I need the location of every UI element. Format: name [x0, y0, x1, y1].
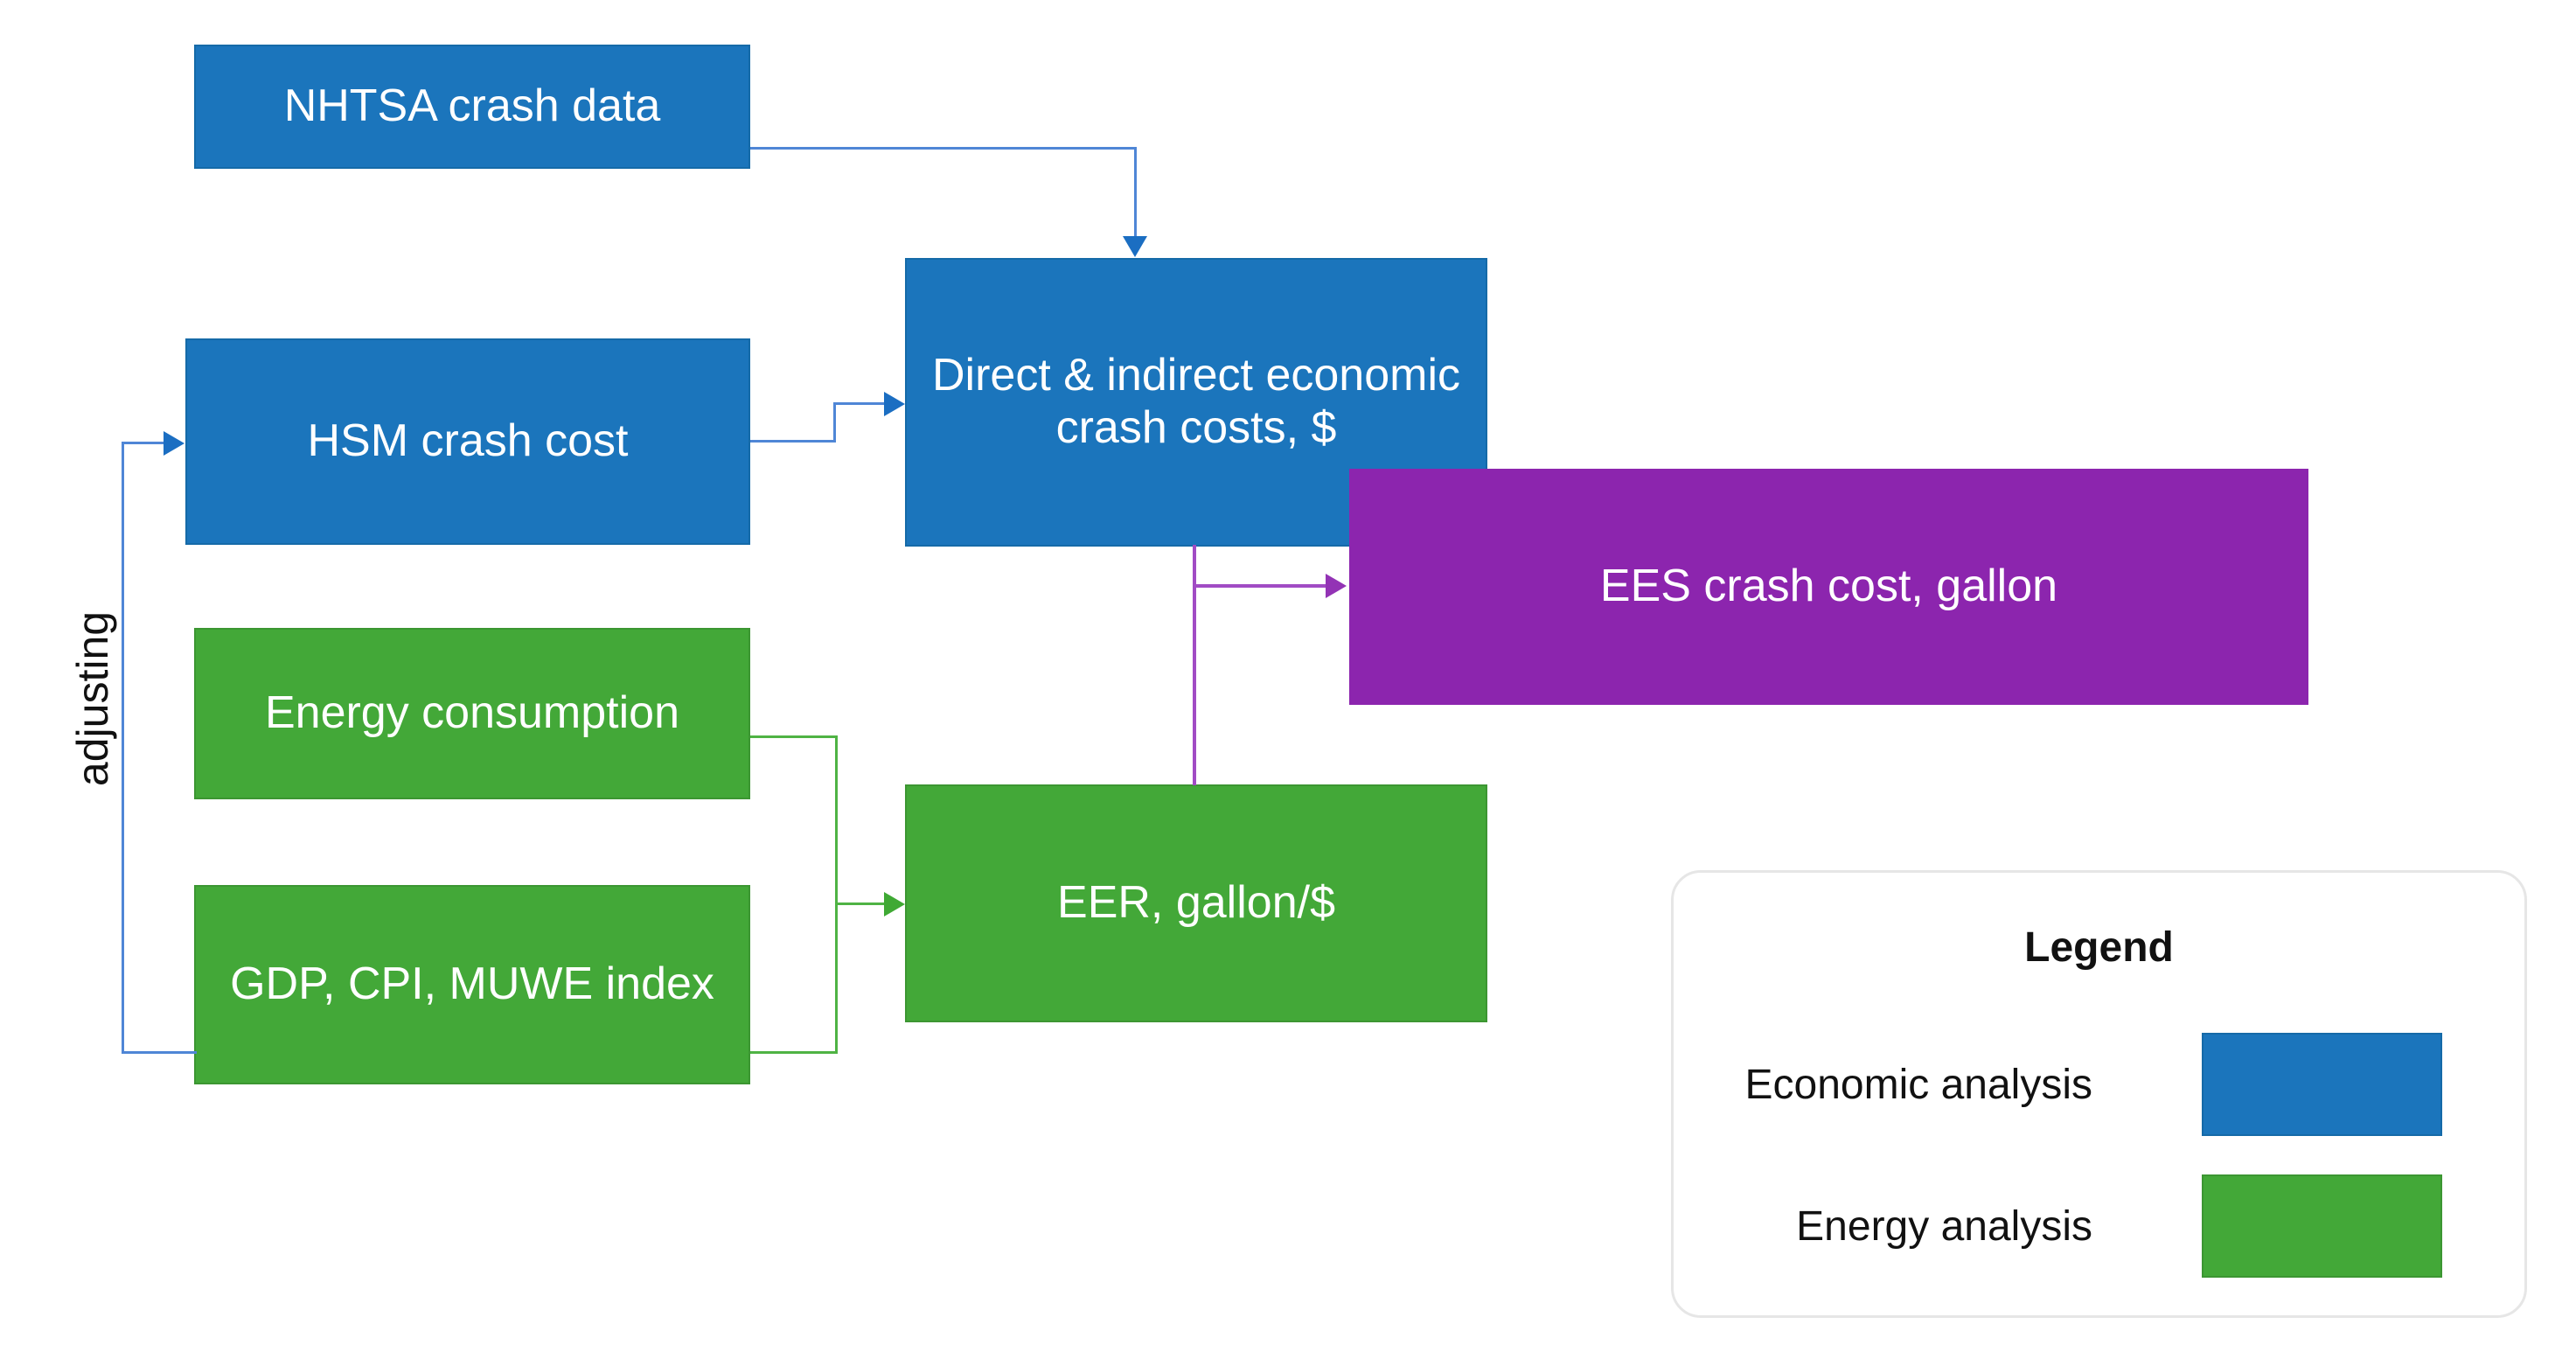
legend-item-label: Economic analysis: [1744, 1061, 2093, 1108]
edge-energy-to-eer-horizontal: [750, 735, 838, 738]
legend-panel: Legend Economic analysis Energy analysis: [1671, 870, 2527, 1318]
edge-energy-gdp-merge-vertical: [835, 735, 838, 1054]
node-label: NHTSA crash data: [283, 80, 661, 132]
edge-feedback-horizontal-top: [122, 442, 167, 444]
node-label: GDP, CPI, MUWE index: [230, 958, 714, 1010]
arrowhead-direct-to-ees: [1326, 574, 1347, 598]
node-label: EES crash cost, gallon: [1599, 561, 2058, 612]
node-eer-gallon-per-dollar[interactable]: EER, gallon/$: [905, 784, 1487, 1022]
edge-feedback-vertical: [122, 442, 124, 1054]
edge-nhtsa-to-direct-vertical: [1134, 147, 1137, 238]
arrowhead-hsm-to-direct: [884, 392, 905, 416]
node-nhtsa-crash-data[interactable]: NHTSA crash data: [194, 45, 750, 169]
edge-merge-to-eer-horizontal: [835, 903, 888, 905]
node-direct-indirect-economic-crash-costs[interactable]: Direct & indirect economic crash costs, …: [905, 258, 1487, 547]
legend-item-economic-analysis: Economic analysis: [1674, 1033, 2524, 1136]
legend-item-label: Energy analysis: [1796, 1202, 2092, 1250]
node-energy-consumption[interactable]: Energy consumption: [194, 628, 750, 799]
edge-direct-to-eer-vertical: [1193, 545, 1196, 785]
node-ees-crash-cost-gallon[interactable]: EES crash cost, gallon: [1349, 469, 2308, 705]
legend-title: Legend: [2024, 924, 2174, 971]
legend-item-energy-analysis: Energy analysis: [1674, 1174, 2524, 1278]
edge-direct-to-ees-horizontal: [1193, 584, 1328, 588]
edge-hsm-to-direct-vertical: [833, 402, 836, 443]
node-label: EER, gallon/$: [1057, 877, 1335, 929]
node-gdp-cpi-muwe-index[interactable]: GDP, CPI, MUWE index: [194, 885, 750, 1084]
node-label: HSM crash cost: [307, 415, 629, 467]
arrowhead-feedback-to-hsm: [164, 431, 184, 456]
arrowhead-merge-to-eer: [884, 892, 905, 916]
arrowhead-nhtsa-to-direct: [1123, 236, 1147, 257]
edge-hsm-to-direct-horizontal-lower: [750, 440, 836, 443]
edge-nhtsa-to-direct-horizontal: [750, 147, 1137, 150]
edge-label-adjusting: adjusting: [68, 610, 117, 787]
legend-swatch-economic-analysis: [2202, 1033, 2442, 1136]
edge-feedback-horizontal-bottom: [122, 1051, 197, 1054]
node-label: Direct & indirect economic crash costs, …: [932, 350, 1460, 453]
edge-hsm-to-direct-horizontal-upper: [833, 402, 888, 405]
node-label: Energy consumption: [264, 687, 680, 739]
node-hsm-crash-cost[interactable]: HSM crash cost: [185, 338, 750, 545]
edge-gdp-to-eer-horizontal: [750, 1051, 838, 1054]
legend-swatch-energy-analysis: [2202, 1174, 2442, 1278]
